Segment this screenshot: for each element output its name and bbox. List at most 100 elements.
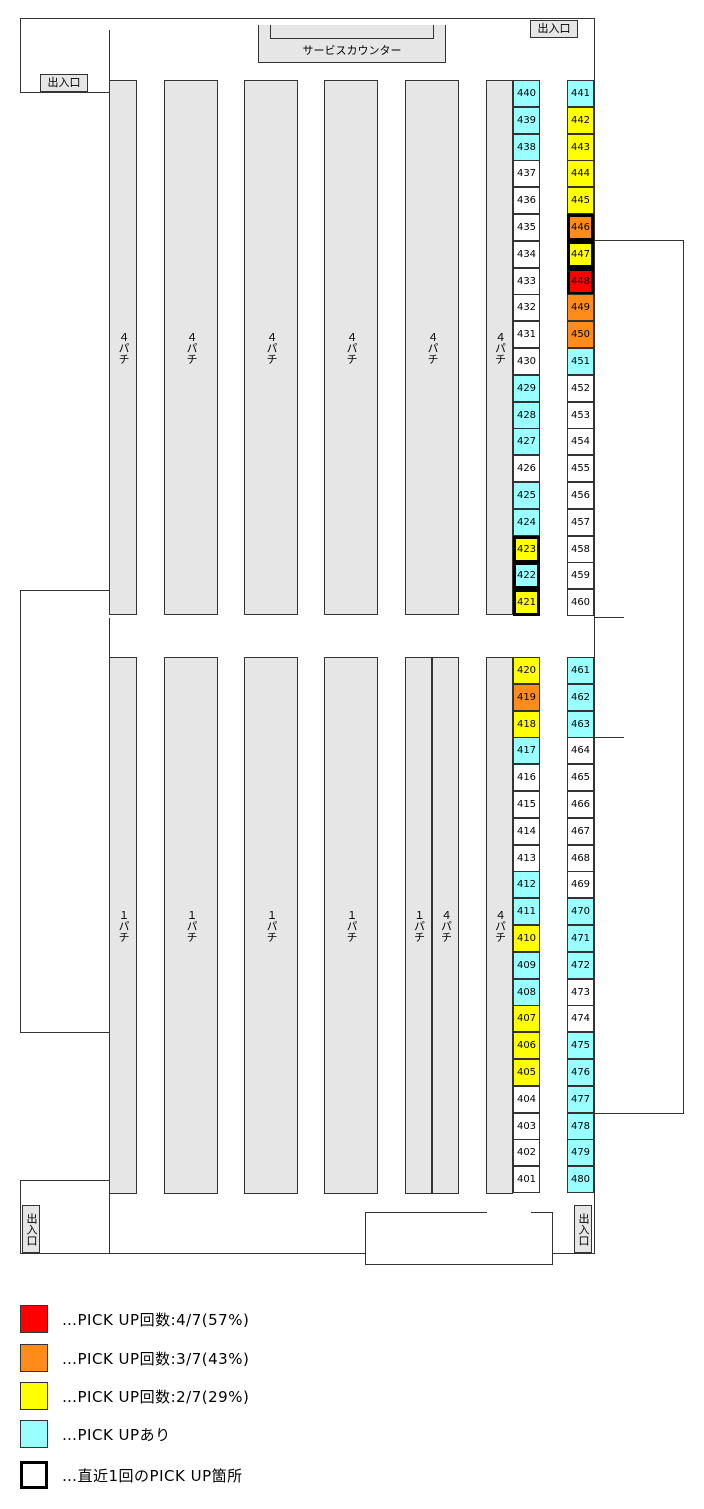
island-lower-4: １パチ xyxy=(324,657,378,1194)
machine-463: 463 xyxy=(567,711,594,738)
machine-438: 438 xyxy=(513,134,540,161)
legend-swatch xyxy=(20,1382,48,1410)
machine-439: 439 xyxy=(513,107,540,134)
machine-445: 445 xyxy=(567,187,594,214)
machine-423: 423 xyxy=(513,536,540,563)
legend-swatch xyxy=(20,1344,48,1372)
machine-431: 431 xyxy=(513,321,540,348)
machine-411: 411 xyxy=(513,898,540,925)
island-lower-7: ４パチ xyxy=(486,657,513,1194)
island-lower-3: １パチ xyxy=(244,657,298,1194)
machine-466: 466 xyxy=(567,791,594,818)
island-upper-2: ４パチ xyxy=(164,80,218,615)
island-upper-6: ４パチ xyxy=(486,80,513,615)
machine-408: 408 xyxy=(513,979,540,1006)
machine-444: 444 xyxy=(567,160,594,187)
machine-404: 404 xyxy=(513,1086,540,1113)
island-upper-3: ４パチ xyxy=(244,80,298,615)
machine-458: 458 xyxy=(567,536,594,563)
machine-428: 428 xyxy=(513,402,540,429)
exit-bottom-right: 出入口 xyxy=(574,1205,592,1253)
machine-477: 477 xyxy=(567,1086,594,1113)
legend-swatch xyxy=(20,1305,48,1333)
machine-424: 424 xyxy=(513,509,540,536)
machine-407: 407 xyxy=(513,1005,540,1032)
machine-441: 441 xyxy=(567,80,594,107)
machine-474: 474 xyxy=(567,1005,594,1032)
island-lower-5: １パチ xyxy=(405,657,432,1194)
island-lower-1: １パチ xyxy=(109,657,137,1194)
machine-464: 464 xyxy=(567,737,594,764)
machine-437: 437 xyxy=(513,160,540,187)
machine-425: 425 xyxy=(513,482,540,509)
machine-402: 402 xyxy=(513,1139,540,1166)
machine-454: 454 xyxy=(567,428,594,455)
machine-418: 418 xyxy=(513,711,540,738)
machine-479: 479 xyxy=(567,1139,594,1166)
island-lower-6: ４パチ xyxy=(432,657,459,1194)
legend-label: …PICK UPあり xyxy=(62,1425,171,1444)
legend-label: …直近1回のPICK UP箇所 xyxy=(62,1466,243,1485)
machine-406: 406 xyxy=(513,1032,540,1059)
machine-456: 456 xyxy=(567,482,594,509)
legend-label: …PICK UP回数:2/7(29%) xyxy=(62,1387,250,1406)
machine-465: 465 xyxy=(567,764,594,791)
machine-409: 409 xyxy=(513,952,540,979)
machine-427: 427 xyxy=(513,428,540,455)
machine-448: 448 xyxy=(567,268,594,295)
machine-455: 455 xyxy=(567,455,594,482)
machine-430: 430 xyxy=(513,348,540,375)
machine-426: 426 xyxy=(513,455,540,482)
machine-415: 415 xyxy=(513,791,540,818)
machine-467: 467 xyxy=(567,818,594,845)
machine-417: 417 xyxy=(513,737,540,764)
machine-469: 469 xyxy=(567,871,594,898)
machine-412: 412 xyxy=(513,871,540,898)
exit-bottom-left: 出入口 xyxy=(22,1205,40,1253)
machine-401: 401 xyxy=(513,1166,540,1193)
island-upper-4: ４パチ xyxy=(324,80,378,615)
legend-swatch xyxy=(20,1420,48,1448)
machine-434: 434 xyxy=(513,241,540,268)
legend-label: …PICK UP回数:4/7(57%) xyxy=(62,1310,250,1329)
legend-item: …直近1回のPICK UP箇所 xyxy=(20,1460,243,1490)
machine-480: 480 xyxy=(567,1166,594,1193)
machine-429: 429 xyxy=(513,375,540,402)
machine-435: 435 xyxy=(513,214,540,241)
machine-453: 453 xyxy=(567,402,594,429)
machine-462: 462 xyxy=(567,684,594,711)
island-lower-2: １パチ xyxy=(164,657,218,1194)
legend-item: …PICK UPあり xyxy=(20,1419,171,1449)
legend-item: …PICK UP回数:3/7(43%) xyxy=(20,1343,249,1373)
machine-414: 414 xyxy=(513,818,540,845)
legend-label: …PICK UP回数:3/7(43%) xyxy=(62,1349,250,1368)
machine-433: 433 xyxy=(513,268,540,295)
island-upper-5: ４パチ xyxy=(405,80,459,615)
machine-457: 457 xyxy=(567,509,594,536)
machine-421: 421 xyxy=(513,589,540,616)
machine-413: 413 xyxy=(513,845,540,872)
machine-459: 459 xyxy=(567,562,594,589)
exit-top-left: 出入口 xyxy=(40,74,88,92)
machine-446: 446 xyxy=(567,214,594,241)
machine-440: 440 xyxy=(513,80,540,107)
machine-471: 471 xyxy=(567,925,594,952)
machine-452: 452 xyxy=(567,375,594,402)
machine-461: 461 xyxy=(567,657,594,684)
machine-478: 478 xyxy=(567,1113,594,1140)
machine-470: 470 xyxy=(567,898,594,925)
machine-436: 436 xyxy=(513,187,540,214)
machine-447: 447 xyxy=(567,241,594,268)
machine-449: 449 xyxy=(567,294,594,321)
machine-468: 468 xyxy=(567,845,594,872)
machine-403: 403 xyxy=(513,1113,540,1140)
machine-460: 460 xyxy=(567,589,594,616)
legend-item: …PICK UP回数:4/7(57%) xyxy=(20,1304,249,1334)
machine-422: 422 xyxy=(513,562,540,589)
machine-472: 472 xyxy=(567,952,594,979)
machine-450: 450 xyxy=(567,321,594,348)
machine-420: 420 xyxy=(513,657,540,684)
machine-443: 443 xyxy=(567,134,594,161)
exit-top-right: 出入口 xyxy=(530,20,578,38)
machine-476: 476 xyxy=(567,1059,594,1086)
